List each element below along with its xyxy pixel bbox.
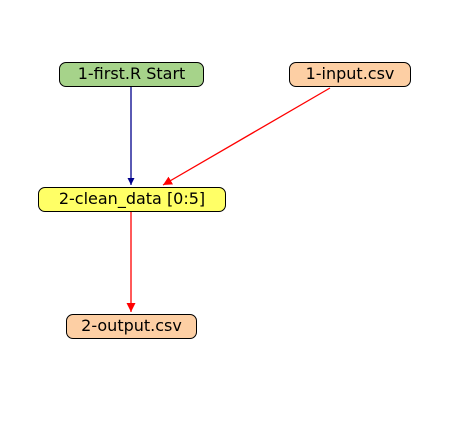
node-input-file-label: 1-input.csv: [305, 64, 395, 83]
edge-input-to-clean: [162, 87, 331, 186]
node-start-label: 1-first.R Start: [77, 64, 186, 83]
node-input-file[interactable]: 1-input.csv: [289, 62, 411, 87]
node-clean-data[interactable]: 2-clean_data [0:5]: [38, 187, 226, 212]
node-output-file[interactable]: 2-output.csv: [66, 314, 197, 339]
node-clean-data-label: 2-clean_data [0:5]: [58, 189, 206, 208]
node-start[interactable]: 1-first.R Start: [59, 62, 204, 87]
node-output-file-label: 2-output.csv: [81, 316, 182, 335]
